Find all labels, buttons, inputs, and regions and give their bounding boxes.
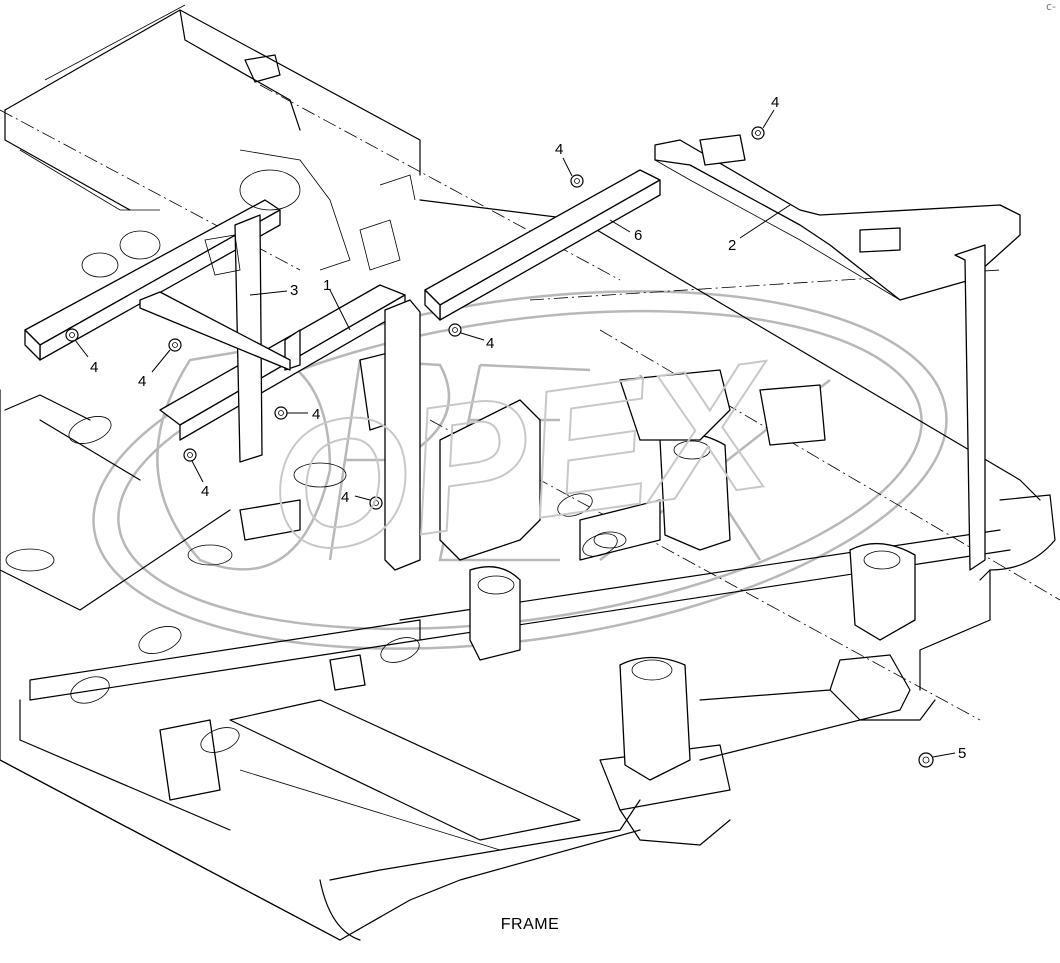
- leader-lines: [74, 109, 956, 758]
- callout-3: 3: [290, 282, 298, 299]
- bolt-icon: [570, 174, 584, 188]
- callout-1: 1: [323, 277, 331, 294]
- bolt-icon: [448, 323, 462, 337]
- part-1-post-frame: [159, 284, 421, 571]
- frame-slots: [5, 416, 618, 753]
- callout-4: 4: [771, 94, 779, 111]
- callout-6: 6: [634, 227, 642, 244]
- callout-4: 4: [312, 406, 320, 423]
- watermark-text: OPEX: [257, 323, 790, 593]
- callout-4: 4: [90, 359, 98, 376]
- engine-mount-area: [81, 149, 416, 278]
- diagram-caption: FRAME: [500, 916, 560, 933]
- bolt-icon: [369, 496, 383, 510]
- bolt-icon: [183, 448, 197, 462]
- callouts: 1 2 3 4 4 4 4 4 4 4 4 5 6: [90, 94, 966, 762]
- callout-4: 4: [201, 483, 209, 500]
- bolt-icon: [168, 338, 182, 352]
- corner-mark: c-: [1045, 0, 1056, 13]
- bolt-icon: [65, 328, 79, 342]
- part-2-bent-bracket: [654, 134, 1021, 571]
- bolt-icon: [918, 752, 934, 768]
- callout-4: 4: [138, 373, 146, 390]
- callout-5: 5: [958, 745, 966, 762]
- bolts: [65, 126, 934, 768]
- callout-2: 2: [728, 237, 736, 254]
- part-3-left-frame: [24, 199, 291, 463]
- callout-4: 4: [486, 335, 494, 352]
- callout-4: 4: [555, 141, 563, 158]
- callout-4: 4: [341, 489, 349, 506]
- part-6-cross-tube: [424, 169, 661, 321]
- bolt-icon: [751, 126, 765, 140]
